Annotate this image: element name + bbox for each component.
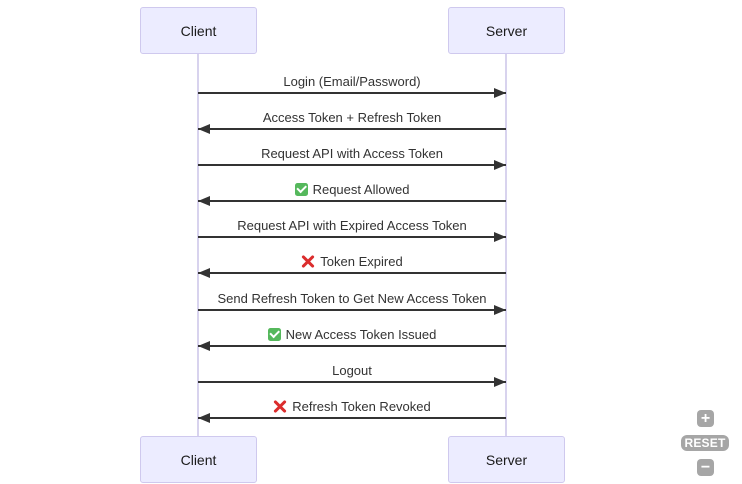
sequence-message: Request API with Expired Access Token <box>198 217 506 233</box>
actor-client-bottom: Client <box>140 436 257 483</box>
sequence-message: Logout <box>198 362 506 378</box>
actor-label: Client <box>180 451 217 468</box>
sequence-message: Login (Email/Password) <box>198 73 506 89</box>
message-label: Access Token + Refresh Token <box>262 109 442 125</box>
message-label: Request API with Expired Access Token <box>237 217 467 233</box>
actor-server-top: Server <box>448 7 565 54</box>
lifeline-client <box>197 54 199 436</box>
arrow-right <box>198 305 506 315</box>
message-label: New Access Token Issued <box>285 326 437 342</box>
arrow-right <box>198 377 506 387</box>
message-label: Refresh Token Revoked <box>292 398 431 414</box>
arrow-left <box>198 124 506 134</box>
arrow-left <box>198 268 506 278</box>
message-label: Login (Email/Password) <box>283 73 421 89</box>
actor-client-top: Client <box>140 7 257 54</box>
message-label: Request API with Access Token <box>261 145 443 161</box>
message-label: Logout <box>332 362 372 378</box>
arrow-left <box>198 341 506 351</box>
sequence-message: Request Allowed <box>198 181 506 197</box>
cross-icon <box>273 400 287 413</box>
sequence-message: Send Refresh Token to Get New Access Tok… <box>198 290 506 306</box>
zoom-in-button[interactable]: + <box>697 410 714 427</box>
cross-icon <box>301 255 315 268</box>
zoom-out-button[interactable]: − <box>697 459 714 476</box>
actor-label: Server <box>485 451 528 468</box>
message-label: Request Allowed <box>312 181 410 197</box>
reset-button[interactable]: RESET <box>681 435 729 451</box>
sequence-message: Request API with Access Token <box>198 145 506 161</box>
message-label: Token Expired <box>320 253 403 269</box>
lifeline-server <box>505 54 507 436</box>
sequence-message: New Access Token Issued <box>198 326 506 342</box>
minus-icon: − <box>700 458 711 476</box>
actor-server-bottom: Server <box>448 436 565 483</box>
arrow-left <box>198 196 506 206</box>
check-icon <box>267 327 281 341</box>
arrow-right <box>198 232 506 242</box>
plus-icon: + <box>700 409 711 427</box>
sequence-message: Token Expired <box>198 253 506 269</box>
actor-label: Client <box>180 22 217 39</box>
message-label: Send Refresh Token to Get New Access Tok… <box>217 290 487 306</box>
sequence-message: Refresh Token Revoked <box>198 398 506 414</box>
sequence-message: Access Token + Refresh Token <box>198 109 506 125</box>
arrow-right <box>198 88 506 98</box>
arrow-left <box>198 413 506 423</box>
arrow-right <box>198 160 506 170</box>
check-icon <box>294 182 308 196</box>
actor-label: Server <box>485 22 528 39</box>
reset-label: RESET <box>684 436 726 450</box>
